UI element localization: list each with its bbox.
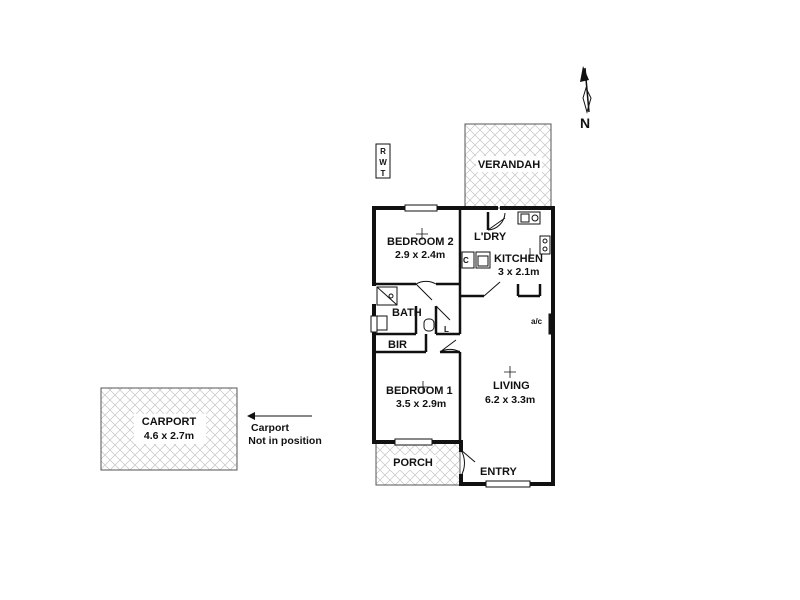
rwt-letter-w: W xyxy=(379,158,387,167)
north-arrow: N xyxy=(580,66,592,131)
carport-area: CARPORT 4.6 x 2.7m xyxy=(100,387,238,471)
copper-label: C xyxy=(463,256,469,265)
carport-size: 4.6 x 2.7m xyxy=(144,430,194,442)
kitchen-label: KITCHEN xyxy=(494,253,543,265)
verandah-area: VERANDAH xyxy=(464,123,552,209)
stove-icon xyxy=(539,235,551,255)
bedroom1-size: 3.5 x 2.9m xyxy=(396,398,446,410)
door-swings xyxy=(415,212,506,477)
bath-label: BATH xyxy=(392,307,422,319)
laundry-label: L'DRY xyxy=(474,231,507,243)
bedroom2-size: 2.9 x 2.4m xyxy=(395,249,445,261)
carport-label: CARPORT xyxy=(142,416,197,428)
aircon-icon xyxy=(548,313,555,335)
entry-label: ENTRY xyxy=(480,466,518,478)
rwt-letter-t: T xyxy=(381,169,386,178)
copper-icon xyxy=(461,251,475,269)
porch-label: PORCH xyxy=(393,457,433,469)
carport-note-line1: Carport xyxy=(251,422,289,434)
living-label: LIVING xyxy=(493,380,530,392)
bedroom1-label: BEDROOM 1 xyxy=(386,385,453,397)
carport-note-line2: Not in position xyxy=(248,435,322,447)
aircon-label: a/c xyxy=(531,317,543,326)
bir-label: BIR xyxy=(388,339,407,351)
north-label: N xyxy=(580,115,590,131)
basin-icon xyxy=(376,315,388,331)
light-fittings xyxy=(416,228,531,393)
rainwater-tank: R W T xyxy=(375,143,391,179)
toilet-icon xyxy=(423,318,435,332)
kitchen-size: 3 x 2.1m xyxy=(498,266,539,278)
porch-area: PORCH xyxy=(375,442,461,486)
rwt-letter-r: R xyxy=(380,147,386,156)
bedroom2-label: BEDROOM 2 xyxy=(387,236,454,248)
walls xyxy=(372,206,555,486)
living-size: 6.2 x 3.3m xyxy=(485,394,535,406)
linen-label: L xyxy=(444,325,449,334)
carport-note: Carport Not in position xyxy=(247,412,322,447)
interior-walls xyxy=(374,208,542,442)
fixtures xyxy=(376,211,555,335)
verandah-label: VERANDAH xyxy=(478,159,540,171)
